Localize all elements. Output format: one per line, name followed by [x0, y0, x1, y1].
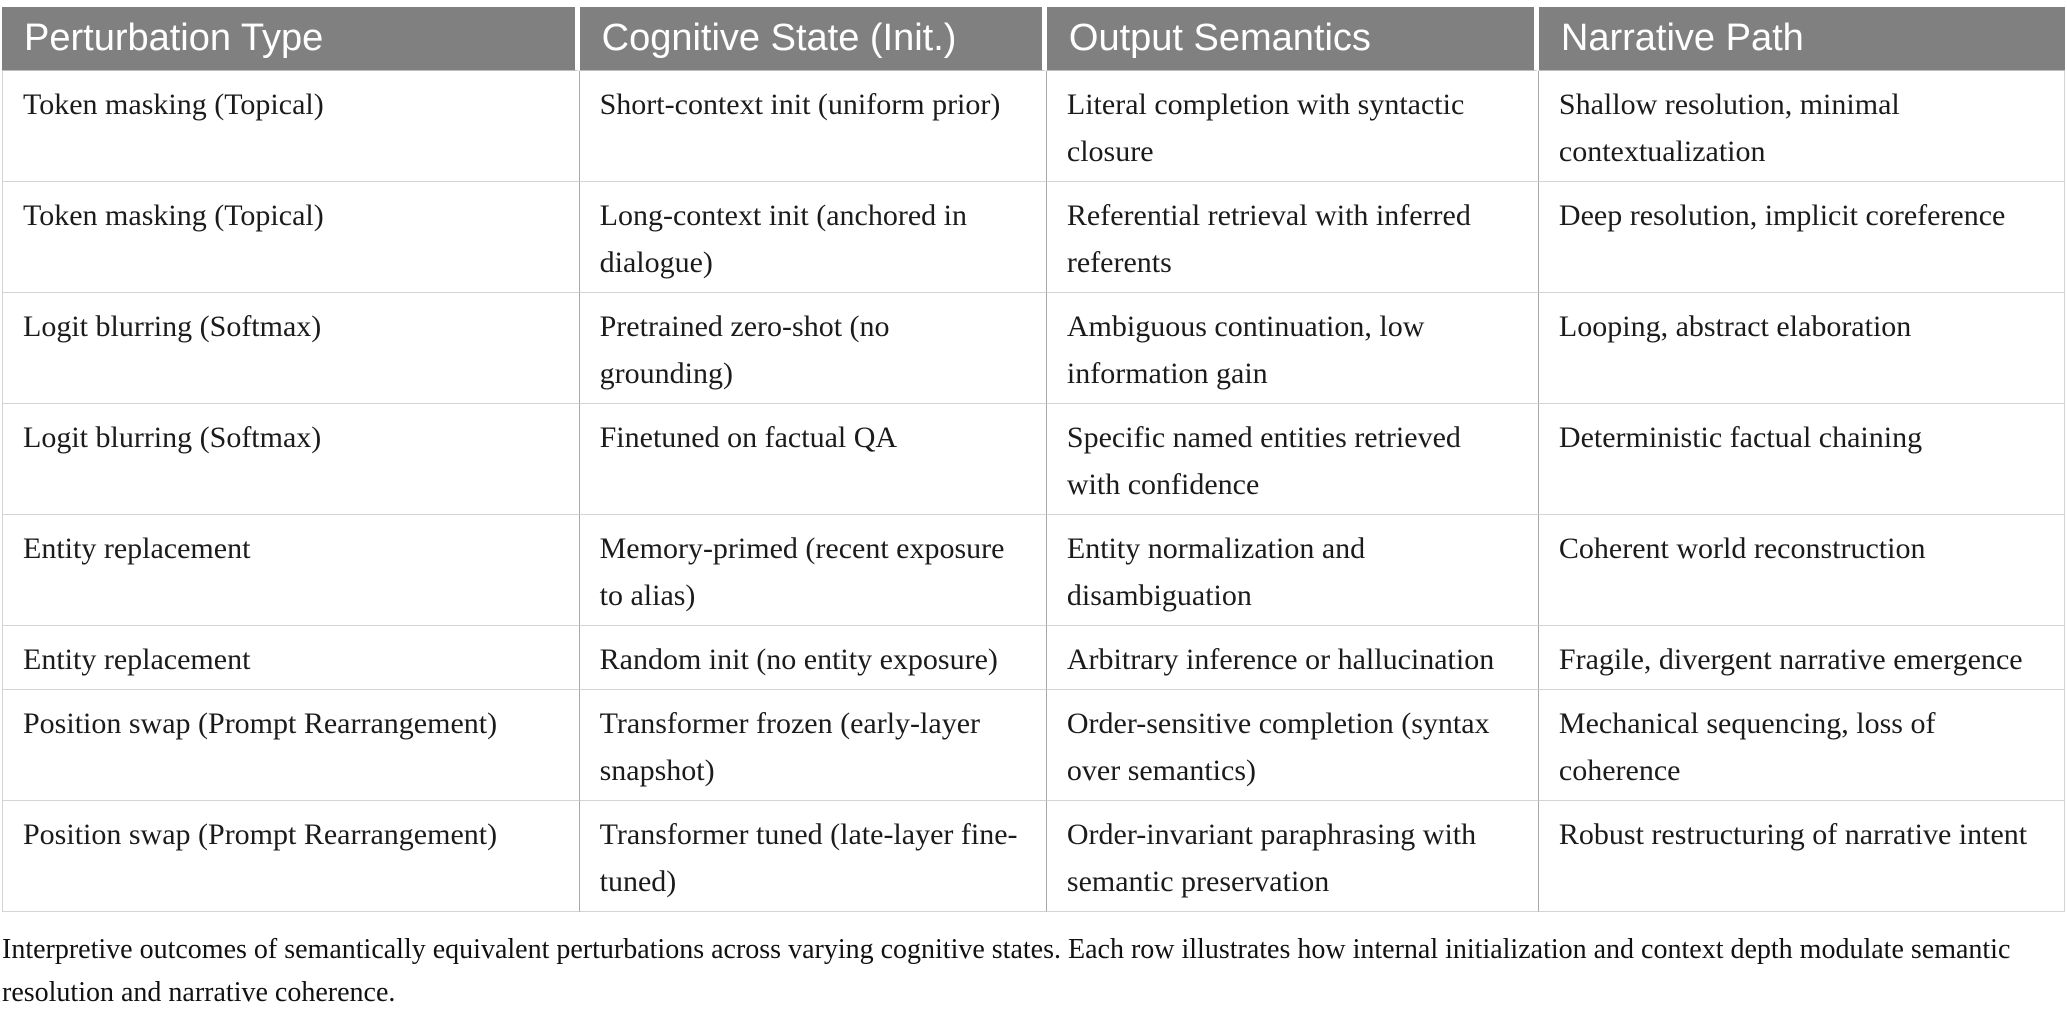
- table-cell: Position swap (Prompt Rearrangement): [2, 801, 580, 912]
- table-cell: Order-sensitive completion (syntax over …: [1046, 690, 1539, 801]
- table-cell: Robust restructuring of narrative intent: [1538, 801, 2065, 912]
- table-body: Token masking (Topical)Short-context ini…: [2, 71, 2065, 912]
- table-cell: Mechanical sequencing, loss of coherence: [1538, 690, 2065, 801]
- table-cell: Position swap (Prompt Rearrangement): [2, 690, 580, 801]
- table-cell: Token masking (Topical): [2, 71, 580, 182]
- table-row: Token masking (Topical)Short-context ini…: [2, 71, 2065, 182]
- table-cell: Entity replacement: [2, 626, 580, 690]
- table-cell: Coherent world reconstruction: [1538, 515, 2065, 626]
- table-cell: Logit blurring (Softmax): [2, 293, 580, 404]
- table-cell: Short-context init (uniform prior): [579, 71, 1047, 182]
- table-row: Token masking (Topical)Long-context init…: [2, 182, 2065, 293]
- table-row: Logit blurring (Softmax)Pretrained zero-…: [2, 293, 2065, 404]
- table-cell: Finetuned on factual QA: [579, 404, 1047, 515]
- table-cell: Transformer tuned (late-layer fine-tuned…: [579, 801, 1047, 912]
- table-cell: Random init (no entity exposure): [579, 626, 1047, 690]
- table-cell: Arbitrary inference or hallucination: [1046, 626, 1539, 690]
- table-cell: Literal completion with syntactic closur…: [1046, 71, 1539, 182]
- table-cell: Pretrained zero-shot (no grounding): [579, 293, 1047, 404]
- table-caption: Interpretive outcomes of semantically eq…: [2, 934, 2011, 1008]
- table-cell: Long-context init (anchored in dialogue): [579, 182, 1047, 293]
- column-header: Perturbation Type: [2, 7, 580, 71]
- table-cell: Looping, abstract elaboration: [1538, 293, 2065, 404]
- table-row: Position swap (Prompt Rearrangement)Tran…: [2, 801, 2065, 912]
- column-header: Output Semantics: [1046, 7, 1539, 71]
- table-cell: Deep resolution, implicit coreference: [1538, 182, 2065, 293]
- table-cell: Memory-primed (recent exposure to alias): [579, 515, 1047, 626]
- table-cell: Deterministic factual chaining: [1538, 404, 2065, 515]
- table-row: Position swap (Prompt Rearrangement)Tran…: [2, 690, 2065, 801]
- column-header: Narrative Path: [1538, 7, 2065, 71]
- table-cell: Entity replacement: [2, 515, 580, 626]
- table-cell: Shallow resolution, minimal contextualiz…: [1538, 71, 2065, 182]
- table-row: Logit blurring (Softmax)Finetuned on fac…: [2, 404, 2065, 515]
- table-cell: Entity normalization and disambiguation: [1046, 515, 1539, 626]
- column-header: Cognitive State (Init.): [579, 7, 1047, 71]
- table-cell: Fragile, divergent narrative emergence: [1538, 626, 2065, 690]
- table-cell: Referential retrieval with inferred refe…: [1046, 182, 1539, 293]
- table-cell: Transformer frozen (early-layer snapshot…: [579, 690, 1047, 801]
- table-cell: Logit blurring (Softmax): [2, 404, 580, 515]
- table-cell: Token masking (Topical): [2, 182, 580, 293]
- table-cell: Ambiguous continuation, low information …: [1046, 293, 1539, 404]
- table-cell: Specific named entities retrieved with c…: [1046, 404, 1539, 515]
- table-cell: Order-invariant paraphrasing with semant…: [1046, 801, 1539, 912]
